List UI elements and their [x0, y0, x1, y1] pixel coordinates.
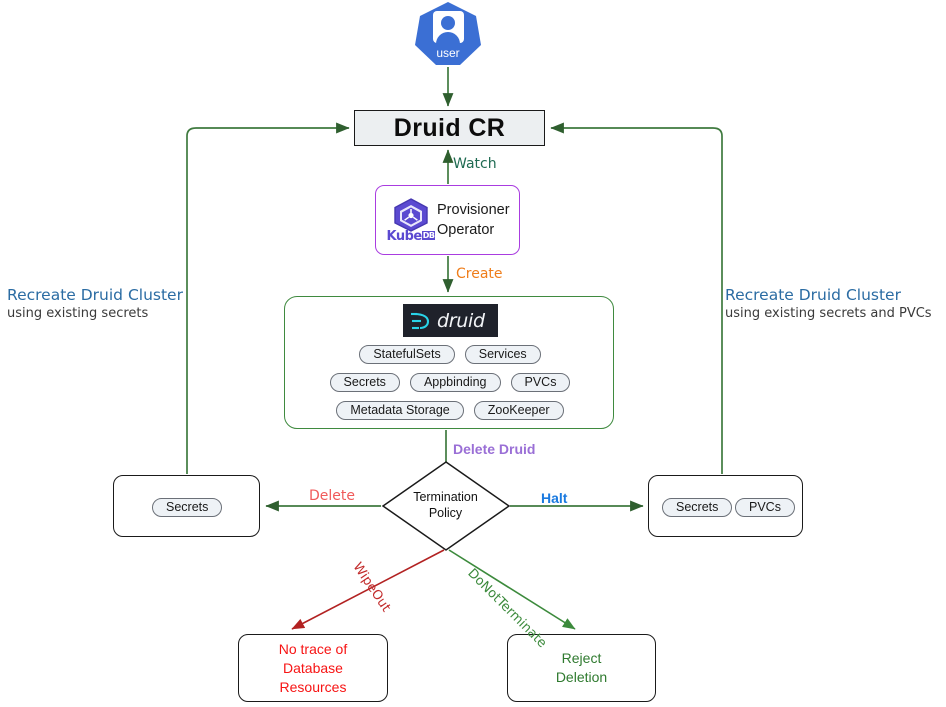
note-right-sub: using existing secrets and PVCs	[725, 306, 932, 321]
kubedb-wordmark-db: DB	[421, 231, 436, 240]
druid-cr-node[interactable]: Druid CR	[354, 110, 545, 146]
note-left-title: Recreate Druid Cluster	[7, 286, 183, 304]
wipeout-line-1: No trace of	[278, 640, 348, 657]
edge-label-do-not-terminate: DoNotTerminate	[464, 566, 550, 651]
termination-policy-line-1: Termination	[413, 490, 478, 504]
resource-pill[interactable]: Secrets	[152, 498, 223, 517]
wipeout-outcome-box: No trace of Database Resources	[238, 634, 388, 702]
user-body-shape	[436, 32, 460, 45]
user-head-shape	[441, 16, 455, 30]
druid-resource-row-3: Metadata Storage ZooKeeper	[285, 401, 615, 420]
edge-label-create: Create	[456, 266, 503, 282]
user-label: user	[436, 46, 460, 60]
reject-deletion-box: Reject Deletion	[507, 634, 656, 702]
kubedb-wordmark-kube: Kube	[386, 229, 423, 244]
user-node: user	[414, 1, 482, 67]
resource-pill[interactable]: Secrets	[329, 373, 400, 392]
secrets-left-box: Secrets	[113, 475, 260, 537]
kubedb-wordmark: KubeDB	[384, 229, 438, 243]
termination-policy-label: Termination Policy	[383, 489, 508, 521]
provisioner-line-2: Operator	[437, 222, 495, 238]
resource-pill[interactable]: ZooKeeper	[473, 401, 564, 420]
druid-logo-icon: druid	[403, 304, 498, 337]
termination-policy-node[interactable]: Termination Policy	[383, 461, 508, 551]
kubedb-hexagon-icon	[394, 198, 428, 232]
reject-line-1: Reject	[561, 650, 602, 666]
note-recreate-right: Recreate Druid Cluster using existing se…	[725, 286, 932, 322]
druid-cluster-group: druid StatefulSets Services Secrets Appb…	[284, 296, 614, 429]
edge-label-watch: Watch	[453, 156, 497, 172]
edge-label-wipeout: WipeOut	[349, 560, 394, 615]
resource-pill[interactable]: PVCs	[735, 498, 795, 517]
kubedb-logo-icon: KubeDB	[384, 198, 438, 246]
note-left-sub: using existing secrets	[7, 306, 149, 321]
druid-resource-row-2: Secrets Appbinding PVCs	[285, 373, 615, 392]
note-right-title: Recreate Druid Cluster	[725, 286, 901, 304]
wipeout-line-2: Database	[283, 659, 343, 676]
resource-pill[interactable]: Secrets	[662, 498, 733, 517]
edge-label-delete-druid: Delete Druid	[453, 441, 536, 457]
provisioner-line-1: Provisioner	[437, 202, 510, 218]
resource-pill[interactable]: Appbinding	[409, 373, 501, 392]
provisioner-operator-label: Provisioner Operator	[437, 200, 519, 240]
reject-line-2: Deletion	[555, 669, 608, 685]
provisioner-operator-node[interactable]: KubeDB Provisioner Operator	[375, 185, 520, 255]
secrets-right-box: Secrets PVCs	[648, 475, 803, 537]
edge-label-delete: Delete	[309, 488, 355, 504]
resource-pill[interactable]: PVCs	[510, 373, 571, 392]
wipeout-outcome-text: No trace of Database Resources	[279, 640, 347, 697]
druid-wordmark: druid	[437, 309, 485, 332]
wipeout-line-3: Resources	[279, 678, 347, 695]
resource-pill[interactable]: StatefulSets	[359, 345, 455, 364]
reject-deletion-text: Reject Deletion	[556, 649, 607, 687]
termination-policy-line-2: Policy	[428, 506, 463, 520]
edge-label-halt: Halt	[541, 490, 568, 506]
resource-pill[interactable]: Metadata Storage	[336, 401, 464, 420]
druid-mark-icon	[411, 312, 430, 329]
note-recreate-left: Recreate Druid Cluster using existing se…	[7, 286, 183, 322]
druid-resource-row-1: StatefulSets Services	[285, 345, 615, 364]
resource-pill[interactable]: Services	[464, 345, 541, 364]
